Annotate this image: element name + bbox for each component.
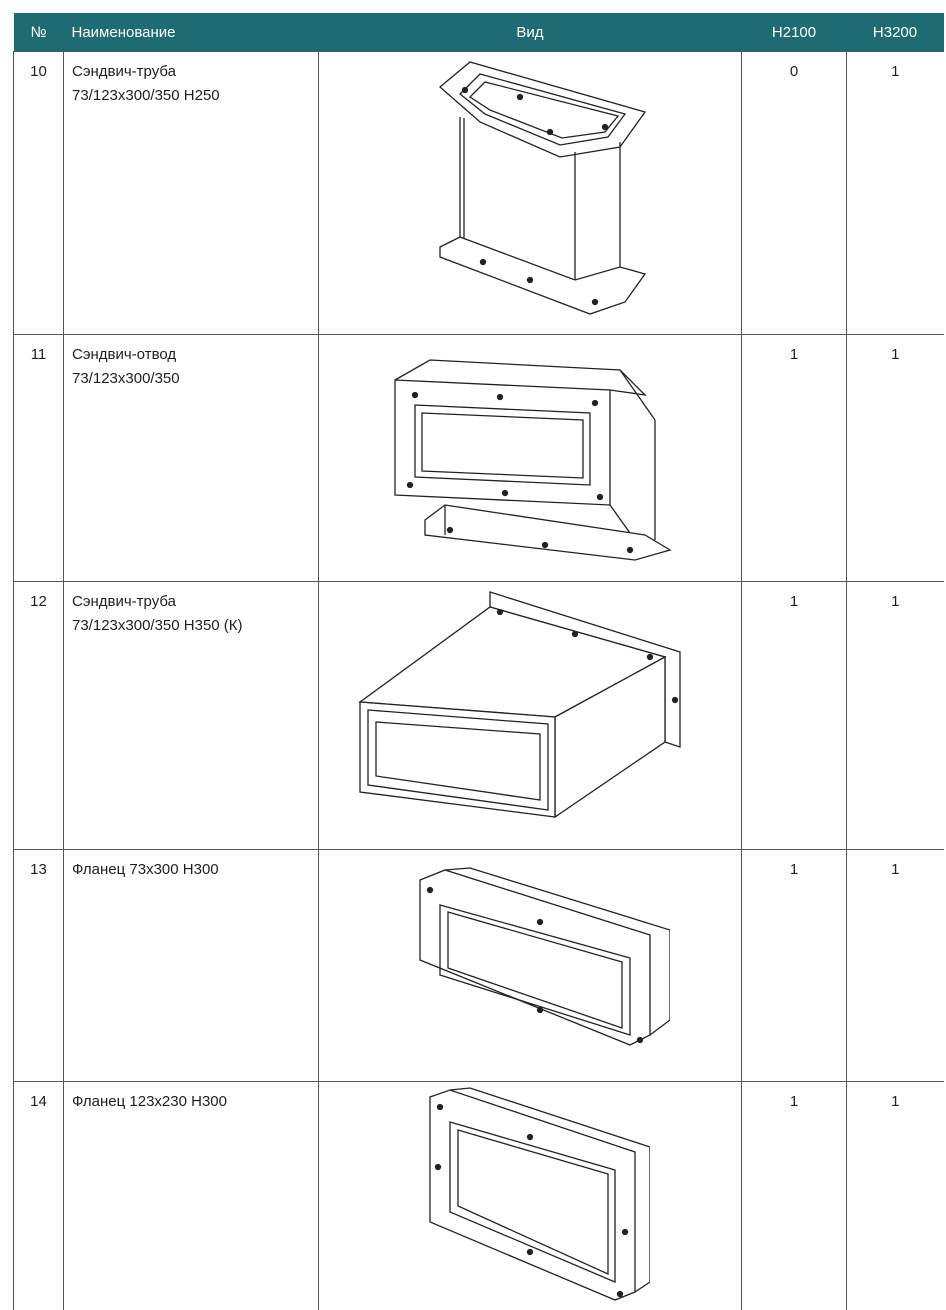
row-h2100: 1 [741, 334, 847, 582]
row-view [318, 581, 742, 850]
spec-table: № Наименование Вид H2100 H3200 10 Сэндви… [13, 13, 944, 1310]
table-row: 13 Фланец 73x300 H300 1 1 [13, 849, 944, 1082]
table-row: 10 Сэндвич-труба 73/123x300/350 H250 [13, 51, 944, 335]
row-view [318, 1081, 742, 1310]
header-h2100: H2100 [741, 13, 847, 52]
row-view [318, 334, 742, 582]
table-header: № Наименование Вид H2100 H3200 [13, 13, 944, 52]
row-h2100: 1 [741, 581, 847, 850]
row-name-line2: 73/123x300/350 H250 [72, 87, 220, 104]
table-row: 11 Сэндвич-отвод 73/123x300/350 [13, 334, 944, 582]
sandwich-pipe-vertical-icon [438, 61, 647, 315]
header-h3200: H3200 [846, 13, 944, 52]
row-name-line1: Сэндвич-труба [72, 63, 176, 80]
row-num: 11 [13, 334, 64, 582]
row-h3200: 1 [846, 334, 944, 582]
row-name-line1: Фланец 123x230 H300 [72, 1093, 227, 1110]
row-view [318, 849, 742, 1082]
table-row: 12 Сэндвич-труба 73/123x300/350 H350 (К) [13, 581, 944, 850]
row-name-line1: Фланец 73x300 H300 [72, 861, 219, 878]
row-h3200: 1 [846, 581, 944, 850]
row-name-line2: 73/123x300/350 H350 (К) [72, 617, 243, 634]
row-h2100: 0 [741, 51, 847, 335]
row-name: Сэндвич-труба 73/123x300/350 H350 (К) [63, 581, 319, 850]
row-name-line2: 73/123x300/350 [72, 370, 180, 387]
row-name-line1: Сэндвич-труба [72, 593, 176, 610]
flange-wide-icon [419, 867, 670, 1046]
header-view: Вид [318, 13, 742, 52]
row-num: 14 [13, 1081, 64, 1310]
row-num: 13 [13, 849, 64, 1082]
row-name: Фланец 123x230 H300 [63, 1081, 319, 1310]
row-name: Фланец 73x300 H300 [63, 849, 319, 1082]
row-h2100: 1 [741, 1081, 847, 1310]
row-num: 10 [13, 51, 64, 335]
row-num: 12 [13, 581, 64, 850]
sandwich-pipe-horizontal-icon [358, 591, 681, 819]
row-view [318, 51, 742, 335]
row-name-line1: Сэндвич-отвод [72, 346, 177, 363]
header-num: № [13, 13, 64, 52]
row-h2100: 1 [741, 849, 847, 1082]
header-name: Наименование [63, 13, 319, 52]
flange-square-icon [429, 1087, 650, 1301]
row-name: Сэндвич-отвод 73/123x300/350 [63, 334, 319, 582]
row-h3200: 1 [846, 849, 944, 1082]
row-h3200: 1 [846, 1081, 944, 1310]
table-row: 14 Фланец 123x230 H300 1 [13, 1081, 944, 1310]
sandwich-elbow-icon [394, 359, 672, 561]
row-h3200: 1 [846, 51, 944, 335]
row-name: Сэндвич-труба 73/123x300/350 H250 [63, 51, 319, 335]
